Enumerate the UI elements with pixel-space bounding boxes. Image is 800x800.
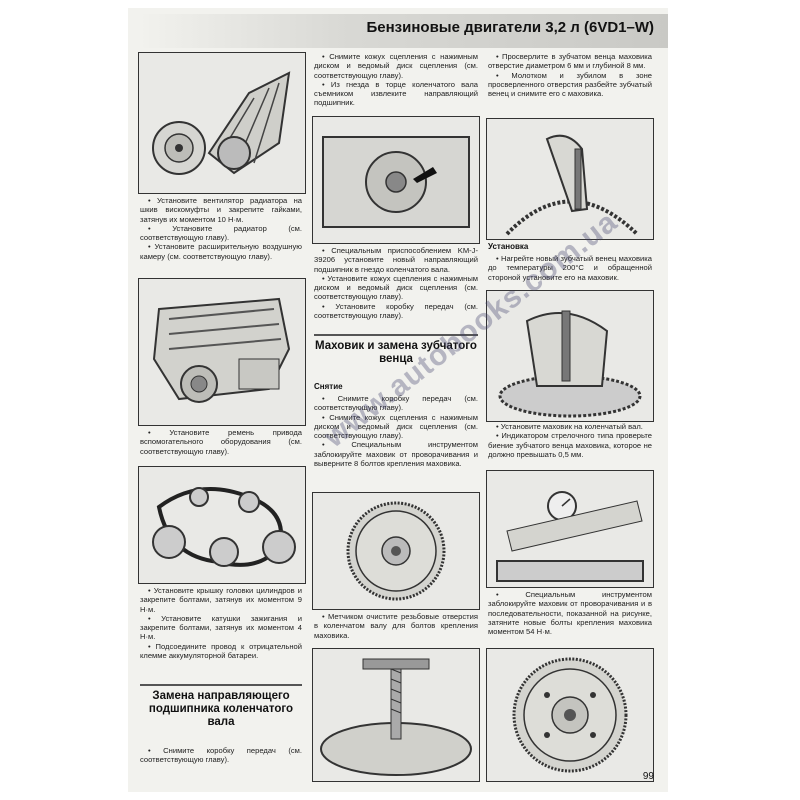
paragraph: • Снимите коробку передач (см. соответст… bbox=[314, 394, 478, 413]
text-block: • Установите ремень привода вспомогатель… bbox=[140, 428, 302, 456]
text-block: • Метчиком очистите резьбовые отверстия … bbox=[314, 612, 478, 640]
paragraph: • Молотком и зубилом в зоне просверленно… bbox=[488, 70, 652, 99]
subheading: Установка bbox=[488, 242, 529, 251]
page-title: Бензиновые двигатели 3,2 л (6VD1–W) bbox=[366, 19, 654, 36]
text-block: • Установите маховик на коленчатый вал. … bbox=[488, 422, 652, 459]
figure-pilot-bearing bbox=[312, 116, 480, 244]
paragraph: • Из гнезда в торце коленчатого вала съе… bbox=[314, 79, 478, 108]
paragraph: • Установите коробку передач (см. соотве… bbox=[314, 301, 478, 321]
paragraph: • Специальным приспособлением KM-J-39206… bbox=[314, 246, 478, 274]
paragraph: • Снимите коробку передач (см. соответст… bbox=[140, 746, 302, 765]
paragraph: • Специальным инструментом заблокируйте … bbox=[314, 440, 478, 469]
page-number: 99 bbox=[642, 771, 654, 782]
figure-intake-manifold bbox=[138, 278, 306, 426]
page: Бензиновые двигатели 3,2 л (6VD1–W) • Ус… bbox=[128, 8, 668, 792]
paragraph: • Установите ремень привода вспомогатель… bbox=[140, 428, 302, 456]
text-block: • Специальным инструментом заблокируйте … bbox=[488, 590, 652, 636]
paragraph: • Снимите кожух сцепления с нажимным дис… bbox=[314, 52, 478, 80]
paragraph: • Метчиком очистите резьбовые отверстия … bbox=[314, 612, 478, 640]
paragraph: • Установите маховик на коленчатый вал. bbox=[496, 422, 643, 431]
figure-chisel-ring bbox=[486, 118, 654, 240]
text-block: • Нагрейте новый зубчатый венец маховика… bbox=[488, 254, 652, 282]
paragraph: • Установите катушки зажигания и закрепи… bbox=[140, 613, 302, 642]
figure-thread-tap bbox=[312, 648, 480, 782]
paragraph: • Нагрейте новый зубчатый венец маховика… bbox=[488, 254, 652, 282]
figure-dial-indicator bbox=[486, 470, 654, 588]
paragraph: • Установите радиатор (см. соответствующ… bbox=[140, 223, 302, 243]
figure-install-ring bbox=[486, 290, 654, 422]
section-heading: Маховик и замена зубчатого венца bbox=[314, 334, 478, 366]
paragraph: • Специальным инструментом заблокируйте … bbox=[488, 590, 652, 637]
text-block: • Специальным приспособлением KM-J-39206… bbox=[314, 246, 478, 320]
text-block: • Снимите коробку передач (см. соответст… bbox=[140, 746, 302, 765]
figure-flywheel bbox=[312, 492, 480, 610]
paragraph: • Снимите кожух сцепления с нажимным дис… bbox=[314, 412, 478, 441]
figure-fan-pulley bbox=[138, 52, 306, 194]
text-block: • Снимите коробку передач (см. соответст… bbox=[314, 394, 478, 468]
section-heading: Замена направляющего подшипника коленчат… bbox=[140, 684, 302, 729]
paragraph: • Установите расширительную воздушную ка… bbox=[140, 242, 302, 261]
text-block: • Просверлите в зубчатом венца маховика … bbox=[488, 52, 652, 98]
paragraph: • Просверлите в зубчатом венца маховика … bbox=[488, 52, 652, 71]
text-block: • Снимите кожух сцепления с нажимным дис… bbox=[314, 52, 478, 108]
text-block: • Установите вентилятор радиатора на шки… bbox=[140, 196, 302, 261]
paragraph: • Установите кожух сцепления с нажимным … bbox=[314, 273, 478, 302]
page-header: Бензиновые двигатели 3,2 л (6VD1–W) bbox=[138, 14, 668, 48]
subheading: Снятие bbox=[314, 382, 343, 391]
paragraph: • Подсоедините провод к отрицательной кл… bbox=[140, 641, 302, 661]
text-block: • Установите крышку головки цилиндров и … bbox=[140, 586, 302, 660]
paragraph: • Установите вентилятор радиатора на шки… bbox=[140, 196, 302, 224]
figure-bolt-sequence bbox=[486, 648, 654, 782]
paragraph: • Индикатором стрелочного типа проверьте… bbox=[488, 431, 652, 459]
paragraph: • Установите крышку головки цилиндров и … bbox=[140, 586, 302, 614]
figure-drive-belt bbox=[138, 466, 306, 584]
